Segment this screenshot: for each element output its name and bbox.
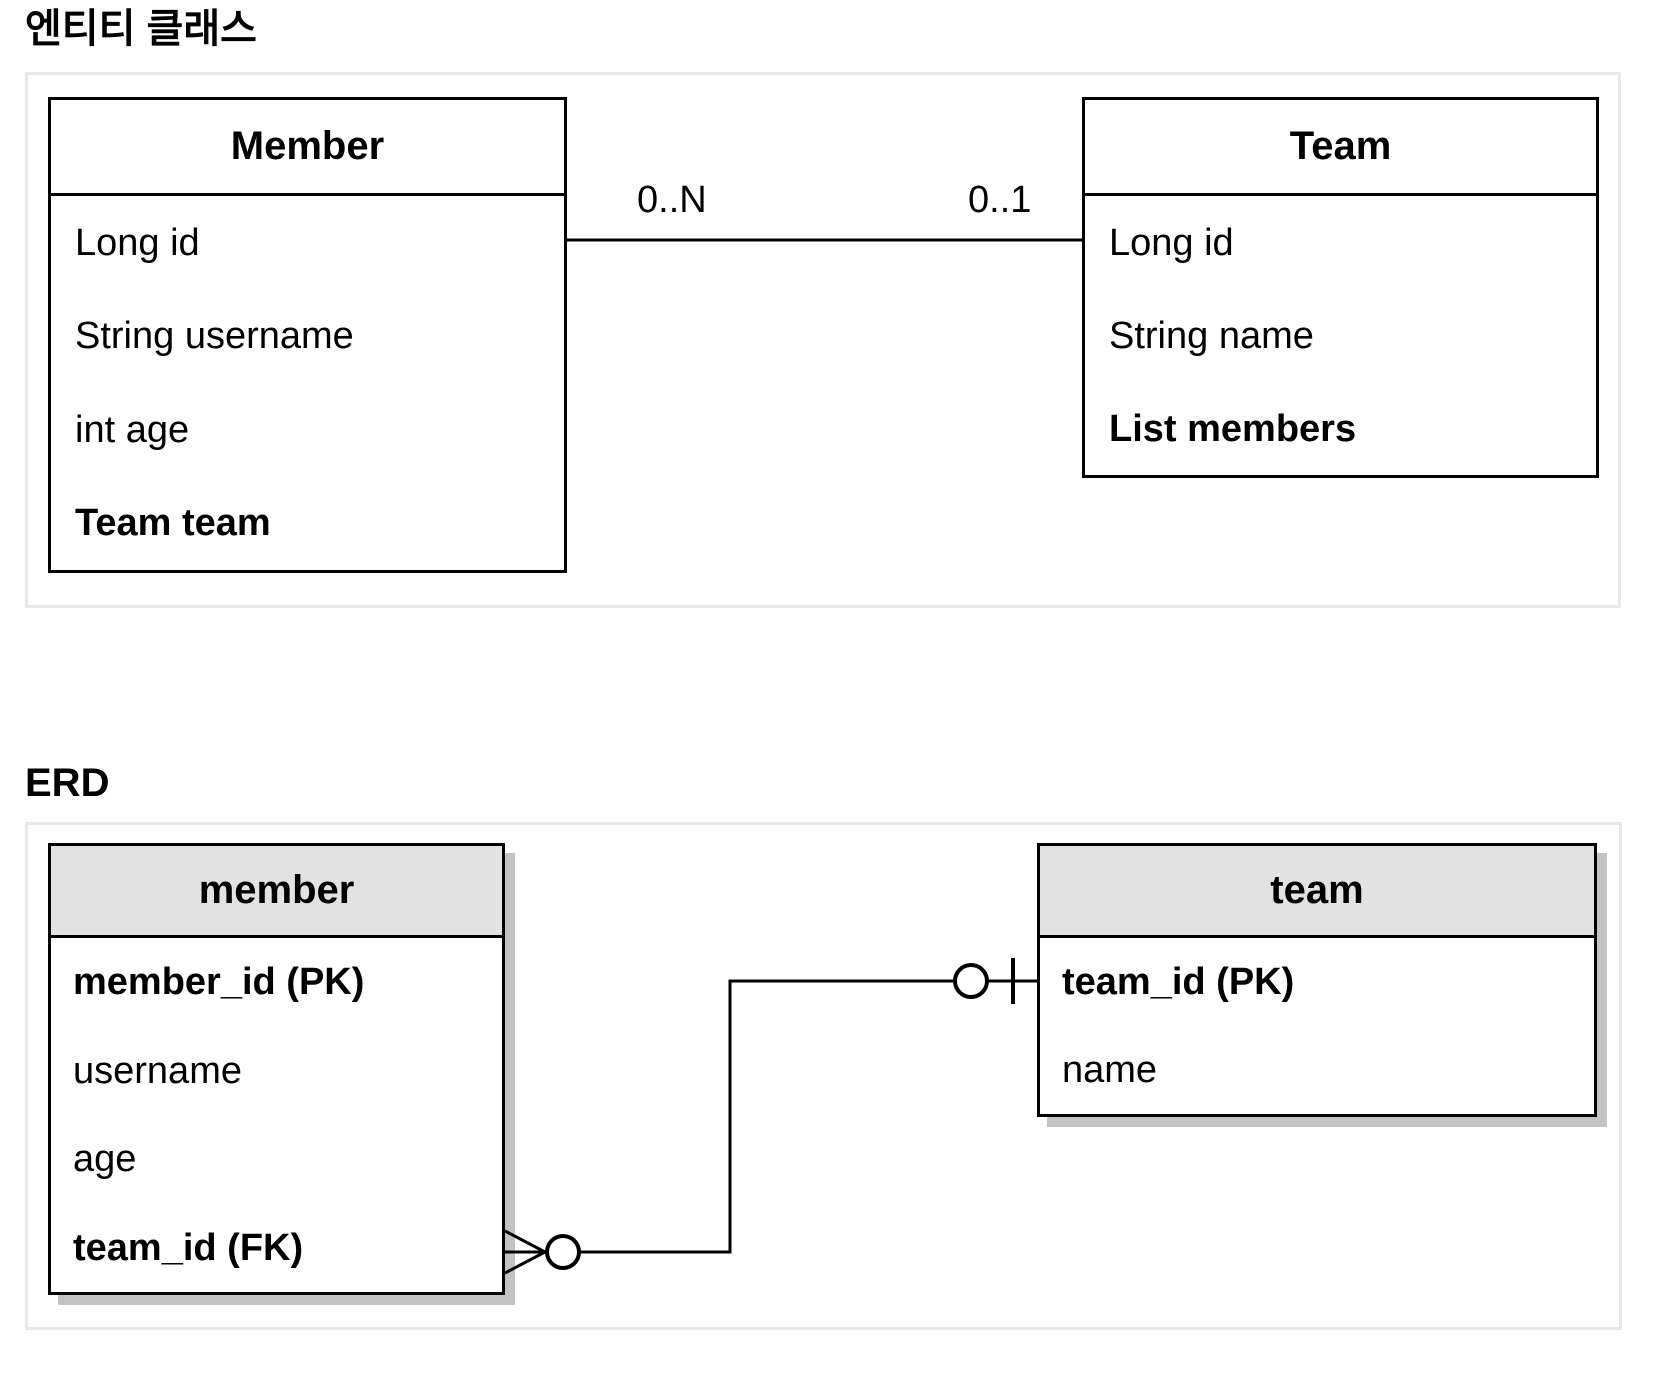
table-column: name [1062, 1049, 1158, 1091]
class-attribute: Long id [1109, 221, 1234, 264]
member-table-name: member [51, 846, 502, 938]
team-class-name: Team [1085, 100, 1596, 196]
cardinality-label-many: 0..N [637, 179, 707, 221]
table-column: team_id (PK) [1062, 961, 1295, 1003]
team-class-box: Team Long id String name List members [1082, 97, 1599, 478]
table-column: username [73, 1049, 242, 1092]
class-attribute: String name [1109, 314, 1314, 357]
table-column: age [73, 1138, 137, 1181]
class-attribute: String username [75, 315, 354, 358]
member-table: member member_id (PK) username age team_… [48, 843, 505, 1295]
team-table-columns: team_id (PK) name [1040, 938, 1594, 1114]
table-column: team_id (FK) [73, 1226, 304, 1269]
entity-class-section-title: 엔티티 클래스 [25, 7, 257, 51]
team-class-attributes: Long id String name List members [1085, 196, 1596, 475]
class-attribute: List members [1109, 407, 1357, 450]
class-attribute: int age [75, 408, 190, 451]
erd-section-title: ERD [25, 761, 110, 805]
member-class-box: Member Long id String username int age T… [48, 97, 567, 573]
team-table: team team_id (PK) name [1037, 843, 1597, 1117]
member-table-columns: member_id (PK) username age team_id (FK) [51, 938, 502, 1292]
member-class-name: Member [51, 100, 564, 196]
cardinality-label-one: 0..1 [968, 179, 1032, 221]
member-class-attributes: Long id String username int age Team tea… [51, 196, 564, 570]
class-attribute: Long id [75, 221, 200, 264]
class-attribute: Team team [75, 502, 271, 545]
team-table-name: team [1040, 846, 1594, 938]
table-column: member_id (PK) [73, 961, 365, 1004]
